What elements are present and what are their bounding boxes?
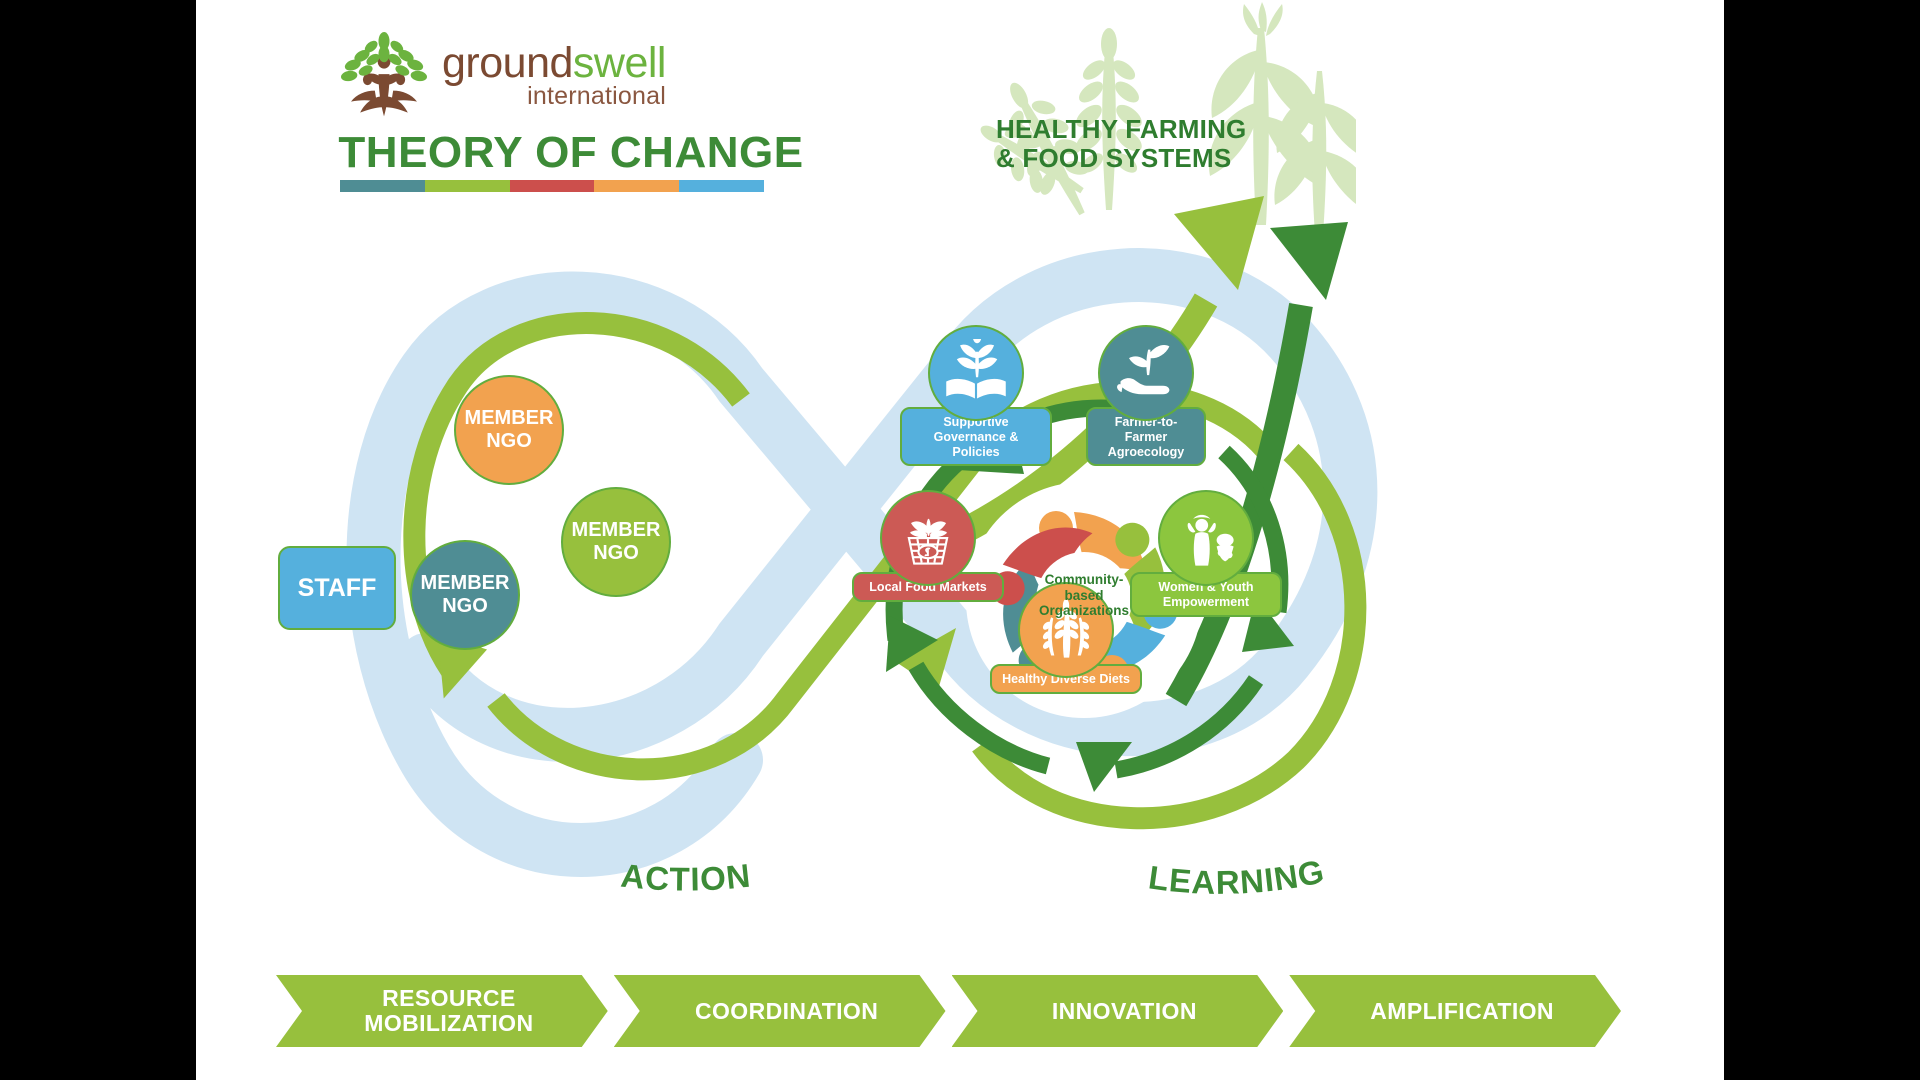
step-innovation-label: INNOVATION xyxy=(1051,997,1197,1024)
logo-swell-text: swell xyxy=(572,38,667,87)
process-steps-bar: RESOURCE MOBILIZATION COORDINATION INNOV… xyxy=(276,975,1621,1047)
market-basket-glyph xyxy=(907,518,949,565)
node-member-ngo-2-label: MEMBER NGO xyxy=(420,572,510,617)
hand-seedling-glyph xyxy=(1117,345,1170,395)
node-staff[interactable]: STAFF xyxy=(278,546,396,630)
hand-seedling-icon xyxy=(1098,325,1194,421)
wheat-plants-decoration xyxy=(980,2,1356,230)
bar-segment-3 xyxy=(509,180,595,192)
logo-international-text: international xyxy=(527,81,666,110)
tree-people-logo-icon xyxy=(340,31,428,116)
logo-wordmark: groundswell international xyxy=(442,41,666,110)
node-member-ngo-3-label: MEMBER NGO xyxy=(571,519,661,564)
loop-arrowheads xyxy=(896,628,956,690)
woman-carrying-basket-icon xyxy=(1158,490,1254,586)
node-member-ngo-1-label: MEMBER NGO xyxy=(464,407,554,452)
learning-outer-arc xyxy=(972,443,1367,830)
logo-ground-text: ground xyxy=(442,38,573,87)
woman-basket-glyph xyxy=(1187,514,1234,566)
growth-arrow-dark xyxy=(1165,222,1348,707)
wheat-sheaf-glyph xyxy=(1042,599,1090,658)
node-healthy-diets-label: Healthy Diverse Diets xyxy=(990,664,1142,694)
headline-line-2: & FOOD SYSTEMS xyxy=(996,143,1232,174)
community-based-organizations-label: Community- based Organizations xyxy=(1038,572,1129,619)
bar-segment-5 xyxy=(679,180,764,192)
node-member-ngo-2[interactable]: MEMBER NGO xyxy=(410,540,520,650)
node-supportive-governance[interactable]: Supportive Governance & Policies xyxy=(900,325,1052,467)
title-color-bar xyxy=(340,180,764,192)
wheat-sheaf-icon xyxy=(1018,582,1114,678)
book-plant-icon xyxy=(928,325,1024,421)
market-basket-icon xyxy=(880,490,976,586)
headline-line-1: HEALTHY FARMING xyxy=(996,114,1247,144)
step-coordination-label: COORDINATION xyxy=(694,997,879,1024)
step-resource-mobilization-label: RESOURCE MOBILIZATION xyxy=(364,985,534,1036)
bar-segment-4 xyxy=(594,180,680,192)
node-member-ngo-3[interactable]: MEMBER NGO xyxy=(561,487,671,597)
theory-of-change-infographic: ACTION LEARNING xyxy=(196,0,1724,1080)
step-resource-mobilization[interactable]: RESOURCE MOBILIZATION xyxy=(276,975,608,1047)
step-amplification[interactable]: AMPLIFICATION xyxy=(1289,975,1621,1047)
node-local-food-markets[interactable]: Local Food Markets xyxy=(852,490,1004,602)
node-supportive-governance-label: Supportive Governance & Policies xyxy=(900,407,1052,467)
node-women-youth[interactable]: Women & Youth Empowerment xyxy=(1130,490,1282,617)
groundswell-logo: groundswell international xyxy=(336,28,796,123)
step-coordination[interactable]: COORDINATION xyxy=(614,975,946,1047)
node-staff-label: STAFF xyxy=(297,573,377,602)
learning-label: LEARNING xyxy=(1146,852,1328,901)
book-plant-glyph xyxy=(946,339,1006,399)
action-label: ACTION xyxy=(619,857,753,898)
step-innovation[interactable]: INNOVATION xyxy=(952,975,1284,1047)
healthy-farming-headline: HEALTHY FARMING & FOOD SYSTEMS xyxy=(996,114,1326,174)
node-member-ngo-1[interactable]: MEMBER NGO xyxy=(454,375,564,485)
bar-segment-2 xyxy=(424,180,510,192)
node-farmer-to-farmer[interactable]: Farmer-to-Farmer Agroecology xyxy=(1086,325,1206,467)
bar-segment-1 xyxy=(340,180,425,192)
page-title: THEORY OF CHANGE xyxy=(338,128,804,177)
node-healthy-diets[interactable]: Healthy Diverse Diets xyxy=(990,582,1142,694)
step-amplification-label: AMPLIFICATION xyxy=(1370,997,1554,1024)
